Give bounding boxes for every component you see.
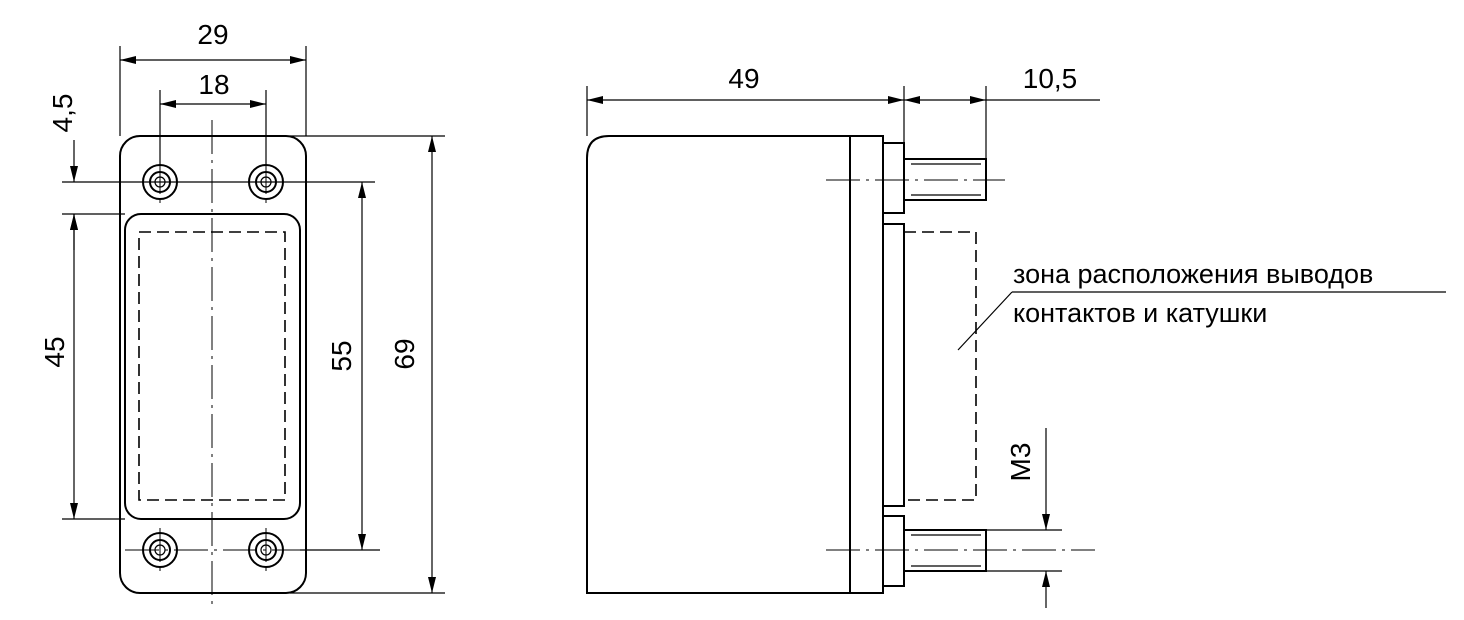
dim-hole-spacing-y: 55 <box>326 340 357 371</box>
note-leader <box>957 291 1013 351</box>
side-boss-top <box>882 142 905 214</box>
front-housing-outline <box>119 135 307 594</box>
side-view: 49 10,5 M3 зона расположения выводов кон… <box>586 63 1446 608</box>
front-view: 29 18 4,5 45 55 69 <box>39 19 445 610</box>
dim-pin-length: 10,5 <box>1023 63 1078 94</box>
mounting-hole-bottom-left-icon <box>142 532 178 568</box>
dim-width-total: 29 <box>197 19 228 50</box>
mounting-hole-bottom-right-icon <box>248 532 284 568</box>
side-base-plate <box>882 223 905 507</box>
note-line-1: зона расположения выводов <box>1013 259 1373 289</box>
side-boss-bottom <box>882 515 905 587</box>
side-flange <box>849 135 884 594</box>
dim-hole-spacing-x: 18 <box>198 69 229 100</box>
dim-height-total: 69 <box>389 338 420 369</box>
dim-edge-offset: 4,5 <box>47 94 78 133</box>
dim-thread: M3 <box>1005 443 1036 482</box>
terminal-zone-outline <box>904 231 977 501</box>
note-line-2: контактов и катушки <box>1013 298 1267 328</box>
dim-window-height: 45 <box>39 336 70 367</box>
dim-depth-body: 49 <box>728 63 759 94</box>
side-body-outline <box>586 135 851 594</box>
